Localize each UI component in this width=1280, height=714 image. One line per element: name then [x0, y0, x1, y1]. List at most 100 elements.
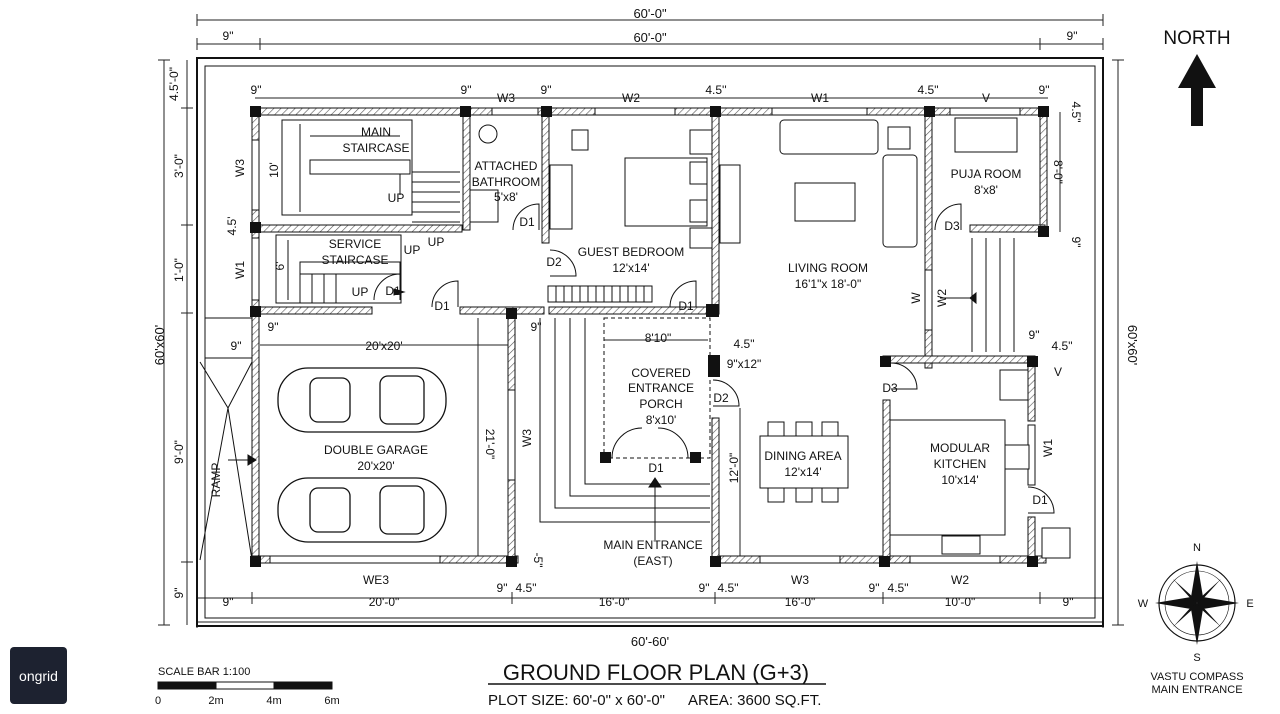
compass-n: N	[1193, 542, 1201, 554]
dim-label: 9"	[497, 581, 508, 595]
plot-boundary	[196, 57, 1104, 627]
scale-tick: 2m	[208, 695, 223, 707]
north-label: NORTH	[1163, 28, 1230, 49]
living-room-label: LIVING ROOM	[788, 261, 868, 275]
wardrobe-lines	[555, 286, 645, 302]
porch-label-1: COVERED	[631, 366, 691, 380]
main-entrance-sub: (EAST)	[633, 554, 672, 568]
main-staircase-label-1: MAIN	[361, 125, 391, 139]
plot-size-text: PLOT SIZE: 60'-0" x 60'-0"	[488, 692, 665, 709]
dim-label: 8'10"	[645, 331, 672, 345]
dim-label: 4.5"	[516, 581, 537, 595]
scale-bar	[157, 681, 333, 690]
bathroom-size: 5'x8'	[494, 190, 518, 204]
dim-side-right: 60'x60'	[1125, 325, 1140, 365]
dim-label: -5"	[531, 553, 545, 568]
up-marker: UP	[352, 285, 369, 299]
compass-caption-2: MAIN ENTRANCE	[1151, 684, 1242, 696]
dim-label: 4.5"	[888, 581, 909, 595]
dim-label: 8'-0"	[1051, 160, 1065, 184]
dim-label: 9"	[223, 595, 234, 609]
kitchen-label-2: KITCHEN	[934, 457, 987, 471]
double-garage-size: 20'x20'	[357, 459, 394, 473]
scale-tick: 4m	[266, 695, 281, 707]
dim-label: 4.5"	[718, 581, 739, 595]
window-tag: W2	[935, 289, 949, 307]
living-room-size: 16'1"x 18'-0"	[795, 277, 861, 291]
dim-label: 9"	[541, 83, 552, 97]
plan-title: GROUND FLOOR PLAN (G+3)	[503, 660, 809, 685]
guest-bedroom-label: GUEST BEDROOM	[578, 245, 684, 259]
dim-label: 10'	[267, 162, 281, 178]
up-marker: UP	[404, 243, 421, 257]
door-tag: D1	[385, 284, 401, 298]
dim-label: 4.5"	[734, 337, 755, 351]
window-tag: W1	[233, 261, 247, 279]
window-tag: V	[982, 91, 990, 105]
dim-label: 9"	[699, 581, 710, 595]
door-tag: D3	[944, 219, 960, 233]
main-staircase-treads	[281, 119, 460, 223]
door-tag: D1	[434, 299, 450, 313]
compass-s: S	[1193, 652, 1200, 664]
ramp-label: RAMP	[209, 463, 223, 498]
bathroom-label-1: ATTACHED	[475, 159, 538, 173]
dim-label: 9"	[869, 581, 880, 595]
arrows	[393, 288, 977, 488]
window-tag: V	[1054, 365, 1062, 379]
door-tag: D1	[678, 299, 694, 313]
area-text: AREA: 3600 SQ.FT.	[688, 692, 821, 709]
compass-caption-1: VASTU COMPASS	[1150, 671, 1243, 683]
dim-label: 12'-0"	[727, 453, 741, 484]
dim-label: 4.5'-0"	[167, 67, 181, 101]
dim-overall-top: 60'-0"	[633, 6, 667, 21]
dim-label: 9"	[231, 339, 242, 353]
furniture	[469, 117, 1071, 559]
dim-label: 9"	[1029, 328, 1040, 342]
window-tag: W1	[1041, 439, 1055, 457]
scale-tick: 0	[155, 695, 161, 707]
dim-overall-top-2: 60'-0"	[633, 30, 667, 45]
window-tag: W3	[520, 429, 534, 447]
window-tag: W2	[951, 573, 969, 587]
side-stair-lines	[940, 238, 1015, 352]
dim-label: 9"	[531, 320, 542, 334]
window-tag: W3	[791, 573, 809, 587]
windows	[251, 107, 1036, 564]
dim-label: 4.5"	[1052, 339, 1073, 353]
scale-bar-label: SCALE BAR 1:100	[158, 666, 250, 678]
window-tag: WE3	[363, 573, 389, 587]
dim-label: 20'-0"	[369, 595, 400, 609]
dim-label: 4.5"	[918, 83, 939, 97]
window-tag: W3	[233, 159, 247, 177]
dim-label: 4.5''	[705, 83, 726, 97]
main-entrance-label: MAIN ENTRANCE	[603, 538, 702, 552]
door-tag: D2	[713, 391, 729, 405]
dim-label: 9"	[461, 83, 472, 97]
service-staircase-label-2: STAIRCASE	[321, 253, 388, 267]
car-top	[277, 367, 447, 433]
bathroom-label-2: BATHROOM	[472, 175, 540, 189]
window-tag: W	[909, 292, 923, 304]
dim-label: 1'-0"	[172, 258, 186, 282]
window-tag: W3	[497, 91, 515, 105]
entrance-steps	[539, 317, 711, 540]
up-marker: UP	[388, 191, 405, 205]
dim-label: 10'-0"	[945, 595, 976, 609]
dining-area-size: 12'x14'	[784, 465, 821, 479]
dim-label: 16'-0"	[785, 595, 816, 609]
dim-label: 4.5"	[1069, 102, 1083, 123]
dim-label: 9"x12"	[727, 357, 762, 371]
dim-label: 4.5'	[225, 217, 239, 236]
dim-label: 9"	[1069, 237, 1083, 248]
up-marker: UP	[428, 235, 445, 249]
door-tag: D3	[882, 381, 898, 395]
window-tag: W1	[811, 91, 829, 105]
compass-e: E	[1246, 598, 1253, 610]
dim-label: 9"	[251, 83, 262, 97]
dim-label: 3'-0"	[172, 154, 186, 178]
door-swings	[373, 203, 1055, 514]
dim-label: 9"	[268, 320, 279, 334]
north-arrow-icon	[1178, 54, 1216, 126]
